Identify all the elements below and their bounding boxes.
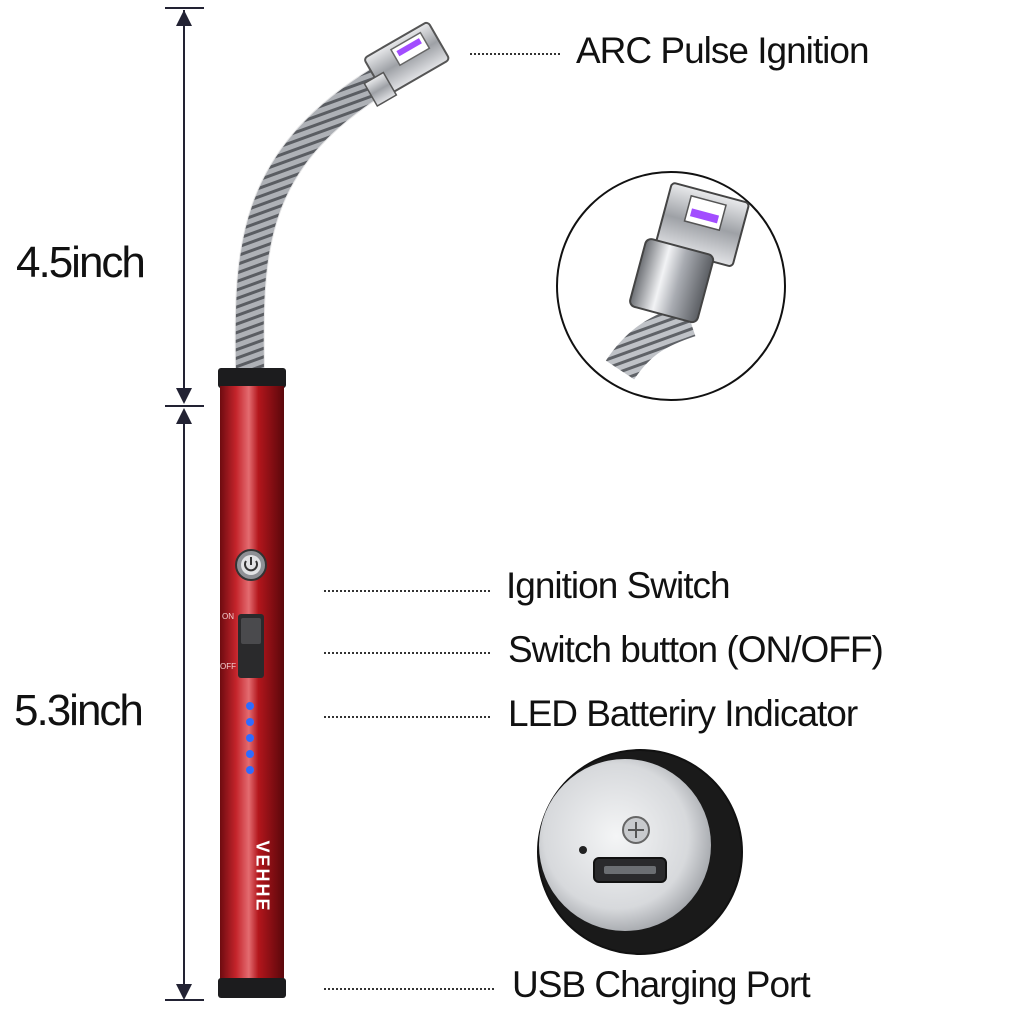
switch-off-label: OFF xyxy=(220,662,236,671)
callout-dots xyxy=(324,988,494,990)
callout-dots xyxy=(470,53,560,55)
ignition-switch-label: Ignition Switch xyxy=(506,565,731,606)
tip-zoom-circle xyxy=(556,171,786,401)
led-indicator-label: LED Batteriry Indicator xyxy=(508,693,858,734)
brand-logo: VEHHE xyxy=(252,840,273,913)
dimension-line xyxy=(165,7,204,1001)
body-length-label: 5.3inch xyxy=(14,686,144,735)
on-off-switch[interactable] xyxy=(238,614,264,678)
usb-port-label: USB Charging Port xyxy=(512,964,811,1005)
lighter-body xyxy=(220,386,284,982)
led-dot xyxy=(246,702,254,710)
flexible-neck xyxy=(235,68,388,371)
switch-button-label: Switch button (ON/OFF) xyxy=(508,629,884,670)
callout-dots xyxy=(324,652,490,654)
led-dot xyxy=(246,718,254,726)
callout-dots xyxy=(324,716,490,718)
callout-dots xyxy=(324,590,490,592)
body-bottom-cap xyxy=(218,978,286,998)
neck-length-label: 4.5inch xyxy=(16,238,146,287)
body-top-cap xyxy=(218,368,286,388)
led-dot xyxy=(246,734,254,742)
arc-tip xyxy=(363,21,450,108)
ignition-button[interactable] xyxy=(235,549,267,581)
led-dot xyxy=(246,766,254,774)
usb-zoom-circle xyxy=(537,749,743,955)
switch-on-label: ON xyxy=(222,612,234,621)
arc-ignition-label: ARC Pulse Ignition xyxy=(576,30,870,71)
led-dot xyxy=(246,750,254,758)
led-indicator xyxy=(246,702,254,774)
